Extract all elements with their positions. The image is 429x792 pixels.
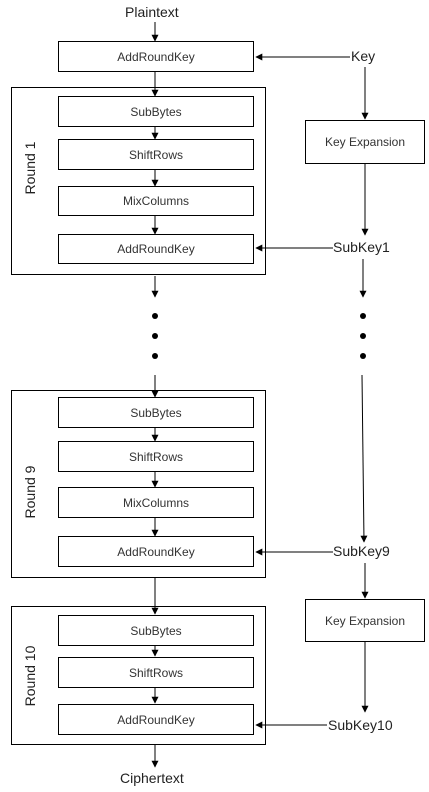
round-1-label: Round 1 xyxy=(22,141,38,195)
key-label: Key xyxy=(351,48,376,64)
round10-addroundkey-box: AddRoundKey xyxy=(58,704,254,735)
round-9-label: Round 9 xyxy=(22,465,38,519)
arrow-into-subkey9 xyxy=(360,374,368,543)
subkey9-label: SubKey9 xyxy=(333,543,390,559)
ellipsis-dot xyxy=(360,353,366,359)
round1-addroundkey-box: AddRoundKey xyxy=(58,234,254,264)
round-10-container xyxy=(11,606,266,745)
round9-shiftrows-box: ShiftRows xyxy=(58,441,254,472)
round-9-container xyxy=(11,390,266,578)
initial-addroundkey-box: AddRoundKey xyxy=(58,41,254,72)
round1-mixcolumns-box: MixColumns xyxy=(58,186,254,216)
ellipsis-dot xyxy=(152,313,158,319)
ellipsis-dot xyxy=(152,353,158,359)
ellipsis-dot xyxy=(152,333,158,339)
round10-subbytes-box: SubBytes xyxy=(58,615,254,646)
key-expansion-box-2: Key Expansion xyxy=(305,599,425,642)
round9-addroundkey-box: AddRoundKey xyxy=(58,536,254,567)
plaintext-label: Plaintext xyxy=(125,4,179,20)
key-expansion-box-1: Key Expansion xyxy=(305,120,425,164)
ellipsis-dot xyxy=(360,333,366,339)
round1-subbytes-box: SubBytes xyxy=(58,96,254,127)
ciphertext-label: Ciphertext xyxy=(120,770,184,786)
round9-subbytes-box: SubBytes xyxy=(58,397,254,428)
round-1-container xyxy=(11,87,266,275)
round10-shiftrows-box: ShiftRows xyxy=(58,657,254,688)
subkey10-label: SubKey10 xyxy=(328,717,393,733)
ellipsis-dot xyxy=(360,313,366,319)
subkey1-label: SubKey1 xyxy=(333,239,390,255)
round1-shiftrows-box: ShiftRows xyxy=(58,139,254,170)
round-10-label: Round 10 xyxy=(22,645,38,707)
round9-mixcolumns-box: MixColumns xyxy=(58,487,254,518)
